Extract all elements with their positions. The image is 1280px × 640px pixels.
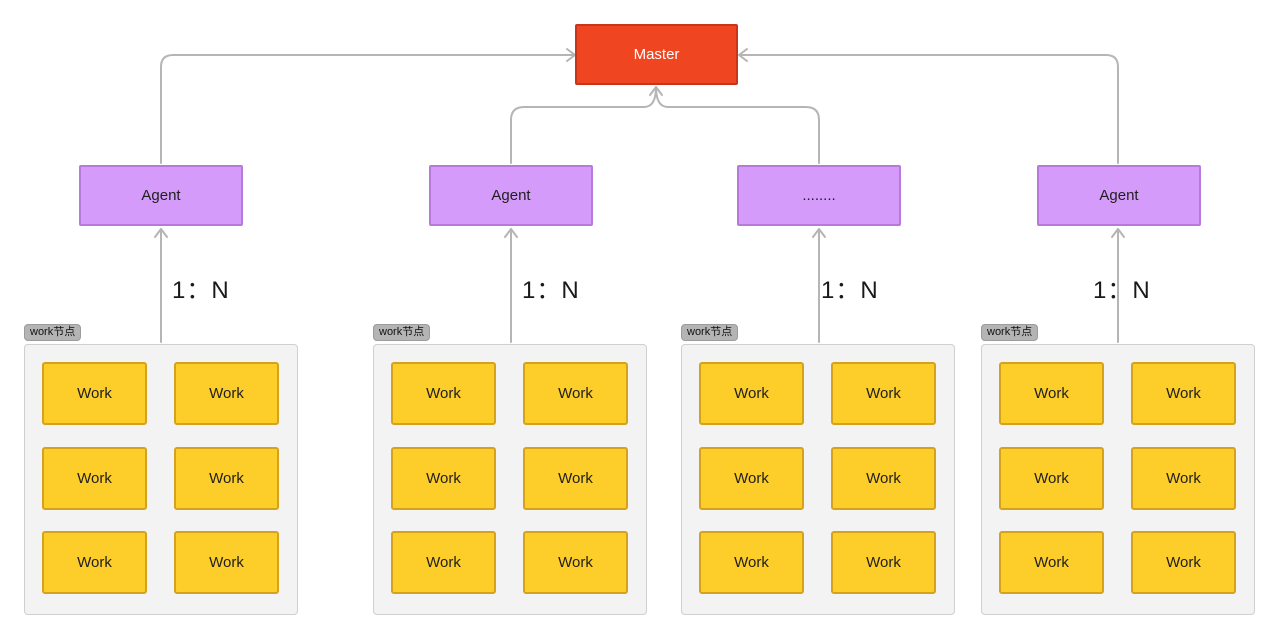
group-tag-2: work节点 <box>373 324 431 341</box>
group-tag-4: work节点 <box>981 324 1039 341</box>
work-node[interactable]: Work <box>42 447 147 510</box>
work-group-1: Work Work Work Work Work Work <box>24 344 298 615</box>
connector-agent-3-to-master <box>655 86 820 164</box>
ratio-label-4: 1：N <box>1093 277 1151 304</box>
connector-agent-1-to-master <box>160 54 576 164</box>
work-node[interactable]: Work <box>391 362 496 425</box>
work-node[interactable]: Work <box>699 531 804 594</box>
work-node[interactable]: Work <box>174 362 279 425</box>
connector-agent-4-to-master <box>738 54 1119 164</box>
arrowhead-master-right <box>738 48 748 62</box>
work-node[interactable]: Work <box>42 531 147 594</box>
work-node[interactable]: Work <box>391 531 496 594</box>
work-node[interactable]: Work <box>831 531 936 594</box>
arrowhead-agent-1 <box>154 228 168 238</box>
work-node[interactable]: Work <box>1131 531 1236 594</box>
arrowhead-agent-4 <box>1111 228 1125 238</box>
ratio-label-1: 1：N <box>172 277 230 304</box>
agent-node-3[interactable]: ........ <box>737 165 901 226</box>
work-node[interactable]: Work <box>523 447 628 510</box>
ratio-label-2: 1：N <box>522 277 580 304</box>
work-node[interactable]: Work <box>699 362 804 425</box>
master-node[interactable]: Master <box>575 24 738 85</box>
arrowhead-master-bottom <box>649 86 663 96</box>
connector-agent-2-to-master <box>510 86 657 164</box>
arrowhead-agent-3 <box>812 228 826 238</box>
agent-node-4[interactable]: Agent <box>1037 165 1201 226</box>
work-group-2: Work Work Work Work Work Work <box>373 344 647 615</box>
agent-node-1[interactable]: Agent <box>79 165 243 226</box>
work-node[interactable]: Work <box>391 447 496 510</box>
work-node[interactable]: Work <box>999 362 1104 425</box>
work-node[interactable]: Work <box>42 362 147 425</box>
work-node[interactable]: Work <box>174 447 279 510</box>
work-group-4: Work Work Work Work Work Work <box>981 344 1255 615</box>
work-node[interactable]: Work <box>999 447 1104 510</box>
arrowhead-agent-2 <box>504 228 518 238</box>
group-tag-1: work节点 <box>24 324 82 341</box>
work-node[interactable]: Work <box>1131 362 1236 425</box>
work-node[interactable]: Work <box>523 362 628 425</box>
work-node[interactable]: Work <box>831 447 936 510</box>
work-node[interactable]: Work <box>999 531 1104 594</box>
agent-node-2[interactable]: Agent <box>429 165 593 226</box>
group-tag-3: work节点 <box>681 324 739 341</box>
work-node[interactable]: Work <box>174 531 279 594</box>
work-group-3: Work Work Work Work Work Work <box>681 344 955 615</box>
work-node[interactable]: Work <box>523 531 628 594</box>
work-node[interactable]: Work <box>831 362 936 425</box>
work-node[interactable]: Work <box>1131 447 1236 510</box>
work-node[interactable]: Work <box>699 447 804 510</box>
ratio-label-3: 1：N <box>821 277 879 304</box>
